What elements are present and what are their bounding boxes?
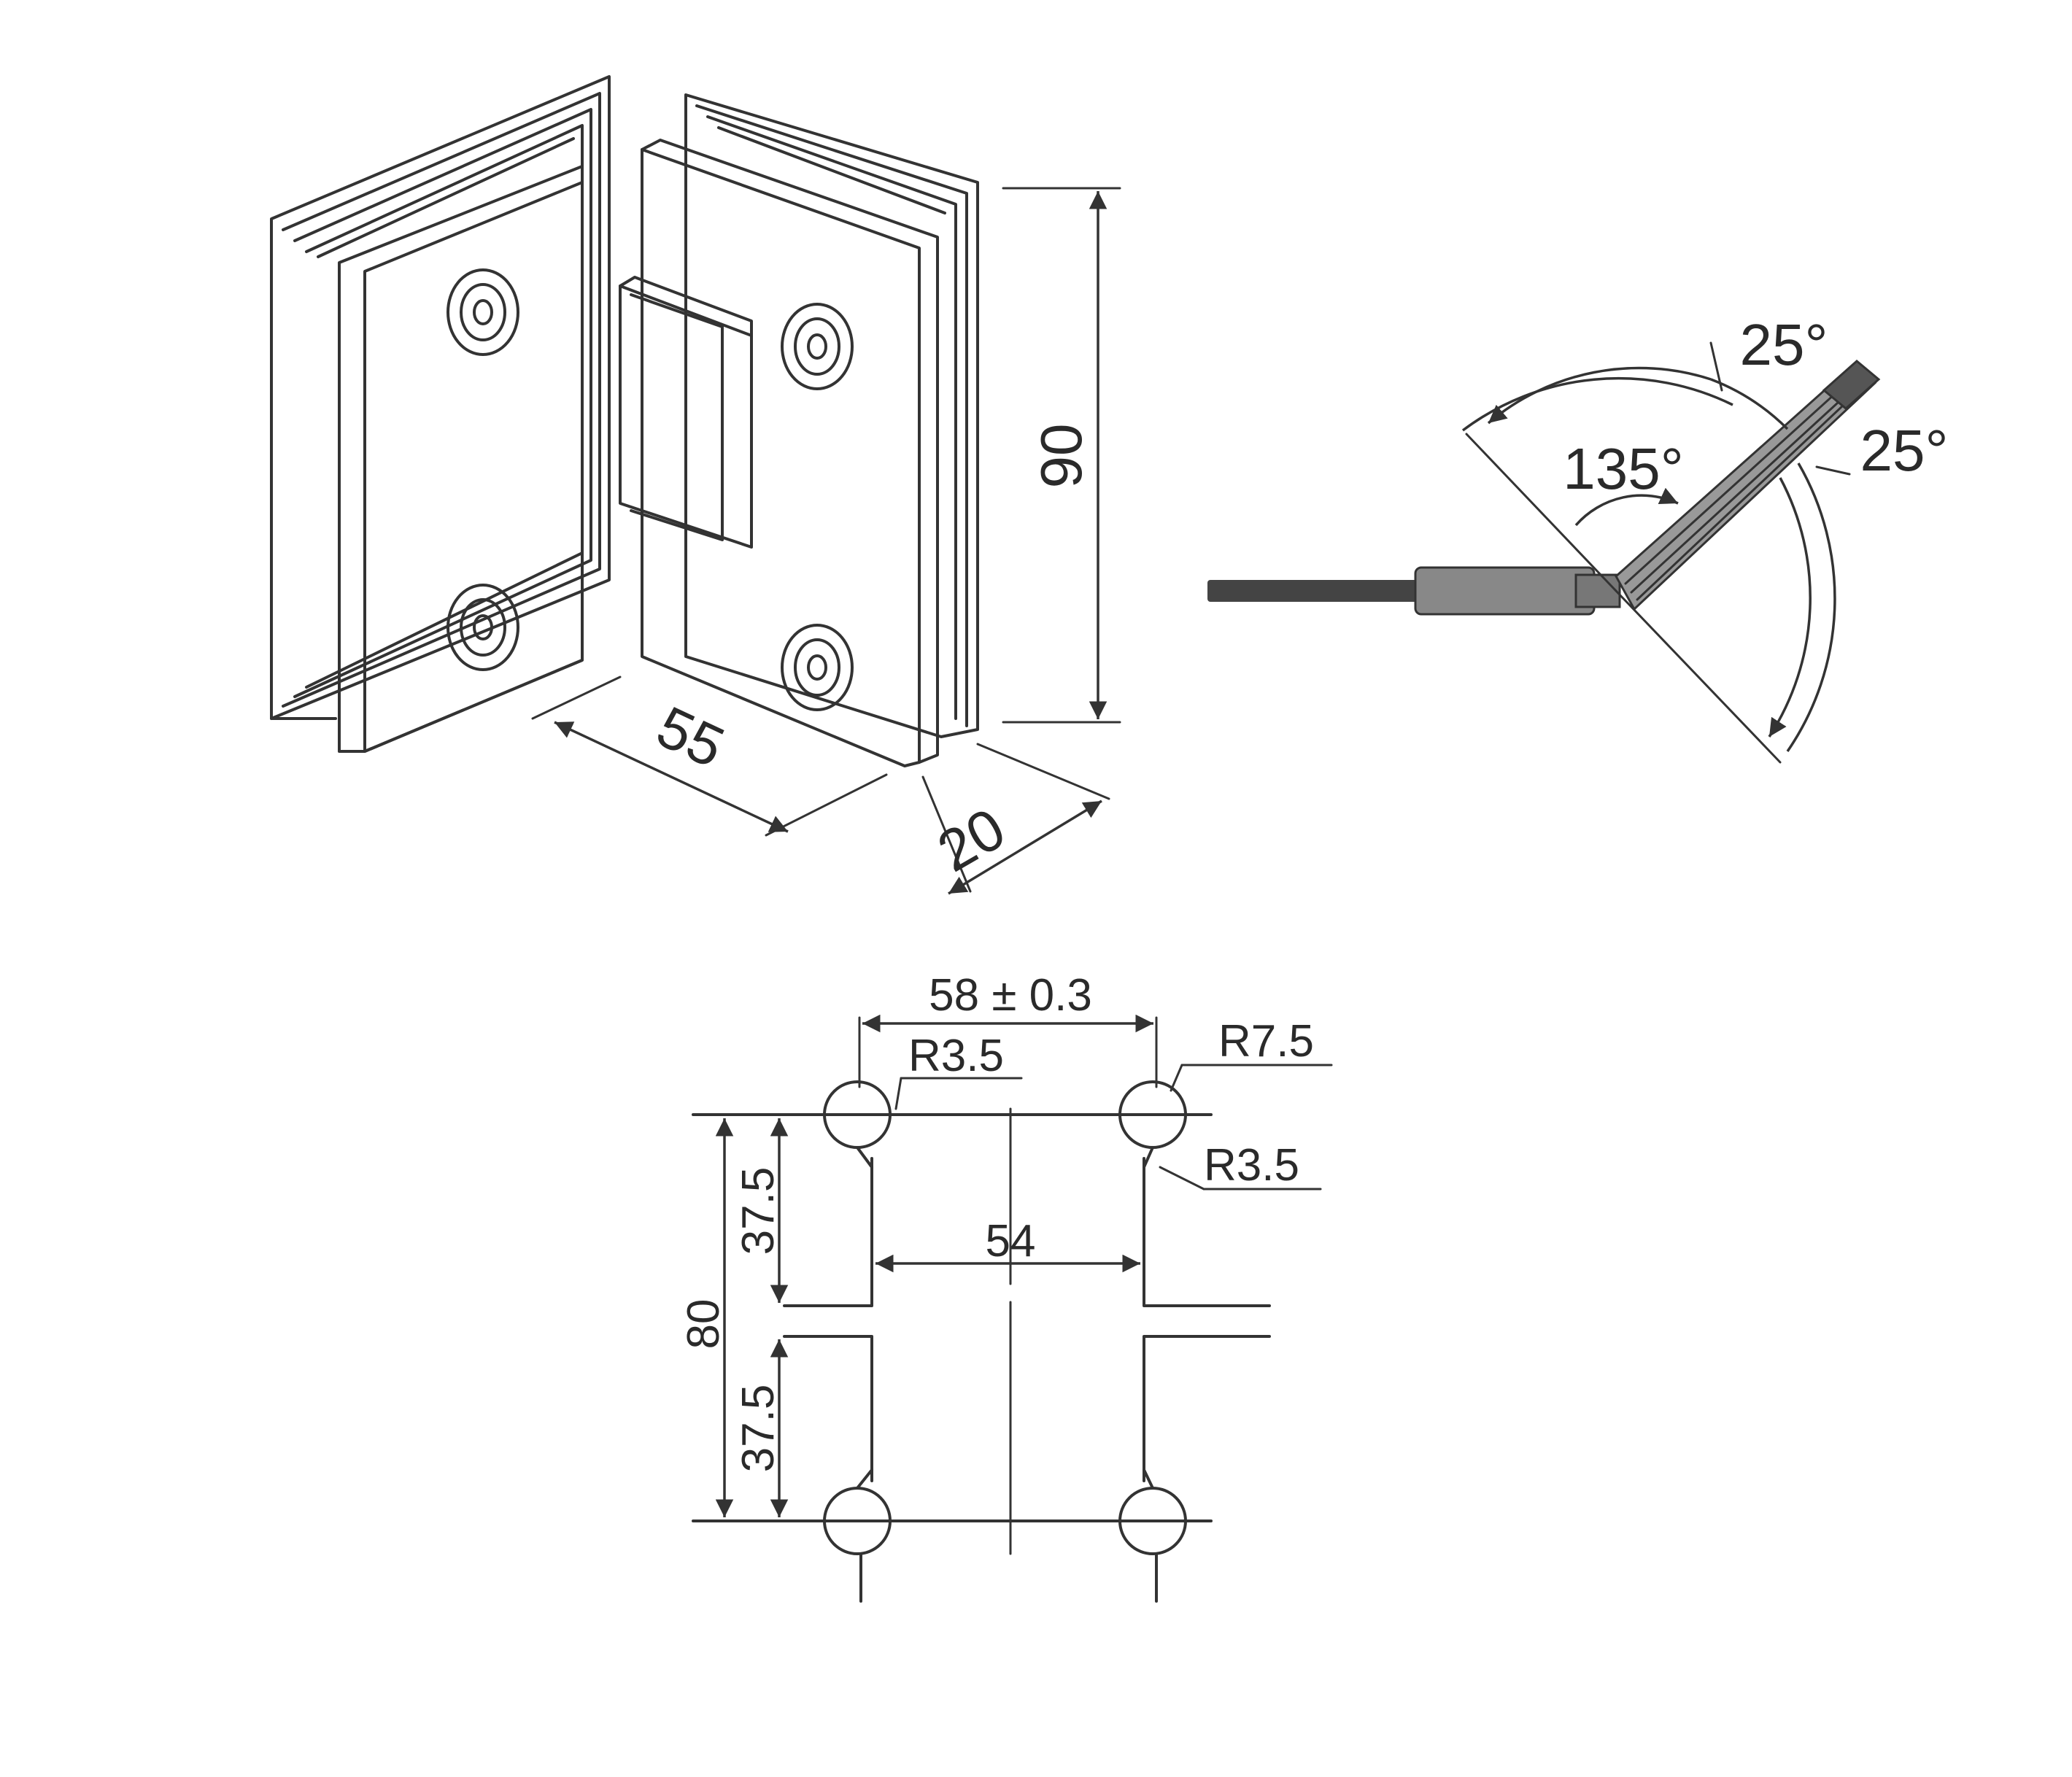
screw-hole-icon — [781, 624, 854, 711]
inner-width-label: 54 — [986, 1216, 1036, 1266]
swing-angle-diagram: 135° 25° 25° — [1207, 312, 1949, 764]
hinge-body — [1414, 566, 1596, 616]
dimension-width: 55 — [531, 675, 888, 837]
corner-notch — [823, 1080, 1187, 1555]
overall-width-label: 58 ± 0.3 — [929, 970, 1092, 1021]
dim-width-label: 55 — [647, 694, 733, 780]
radius-corner-left-label: R3.5 — [908, 1031, 1004, 1081]
angle-left-label: 25° — [1740, 312, 1828, 377]
dimension-height: 90 — [1002, 187, 1121, 724]
screw-hole-icon — [781, 303, 854, 390]
wall-plate — [270, 75, 611, 753]
dim-depth-label: 20 — [927, 795, 1016, 884]
fixed-glass-panel — [1207, 580, 1426, 602]
overall-height-label: 80 — [679, 1299, 729, 1350]
screw-hole-icon — [447, 268, 519, 356]
hinge-knuckle — [619, 276, 753, 549]
glass-cutout-plan: 58 ± 0.3 R3.5 R7.5 R3.5 54 80 37.5 37.5 — [679, 970, 1333, 1603]
radius-notch-label: R7.5 — [1218, 1016, 1314, 1066]
angle-right-label: 25° — [1860, 418, 1949, 483]
glass-plate — [641, 93, 979, 767]
dim-height-label: 90 — [1029, 424, 1094, 489]
dimension-depth: 20 — [921, 743, 1110, 895]
angle-open-label: 135° — [1563, 436, 1683, 501]
lower-offset-label: 37.5 — [733, 1385, 784, 1473]
upper-offset-label: 37.5 — [733, 1167, 784, 1255]
hinge-isometric-view: 90 55 20 — [270, 75, 1121, 895]
screw-hole-icon — [447, 584, 519, 671]
radius-corner-right-label: R3.5 — [1204, 1140, 1299, 1191]
swing-door — [1615, 360, 1881, 611]
